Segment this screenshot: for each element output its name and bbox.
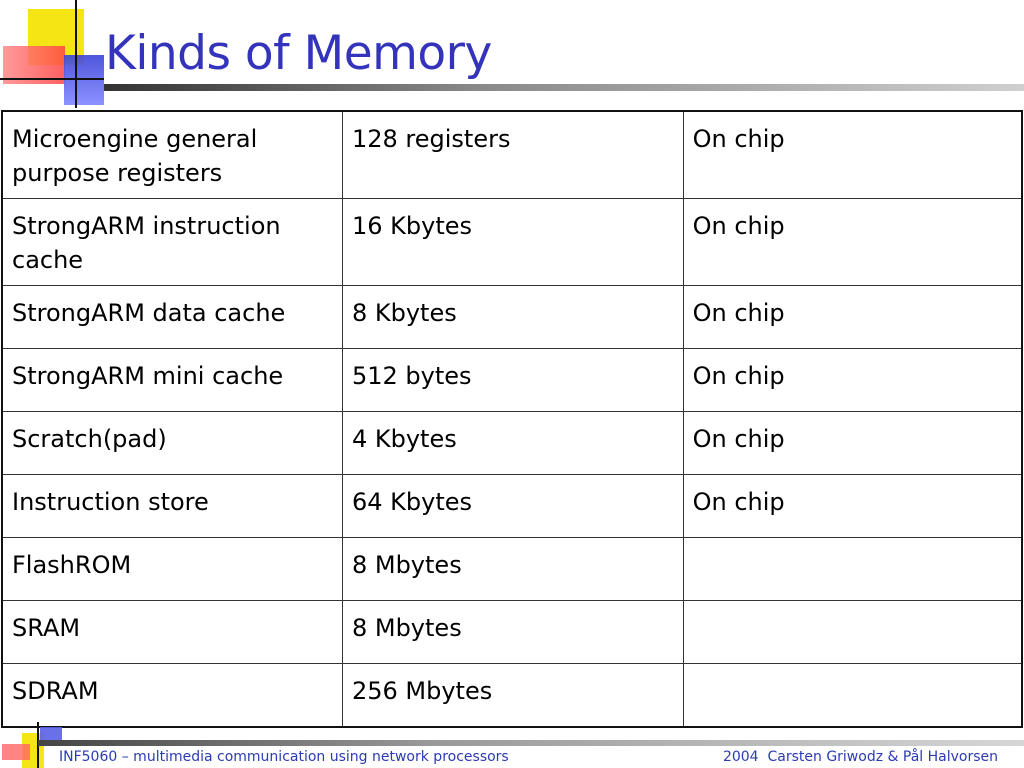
table-row: Instruction store 64 Kbytes On chip: [1, 474, 1023, 538]
memory-size-cell: 256 Mbytes: [341, 663, 684, 728]
memory-location-cell: On chip: [682, 411, 1023, 475]
table-row: SDRAM 256 Mbytes: [1, 663, 1023, 728]
memory-kind-cell: Instruction store: [1, 474, 343, 538]
table-row: StrongARM instruction cache 16 Kbytes On…: [1, 198, 1023, 286]
title-underline: [104, 84, 1024, 91]
footer-authors: 2004 Carsten Griwodz & Pål Halvorsen: [722, 749, 998, 765]
footer-red-square: [2, 744, 30, 760]
table-row: StrongARM mini cache 512 bytes On chip: [1, 348, 1023, 412]
corner-vertical-line: [75, 0, 77, 108]
memory-location-cell: On chip: [682, 348, 1023, 412]
memory-location-cell: On chip: [682, 110, 1023, 199]
memory-size-cell: 128 registers: [341, 110, 684, 199]
memory-location-cell: [682, 600, 1023, 664]
memory-kind-cell: StrongARM instruction cache: [1, 198, 343, 286]
memory-kind-cell: StrongARM mini cache: [1, 348, 343, 412]
memory-kind-cell: StrongARM data cache: [1, 285, 343, 349]
memory-size-cell: 8 Kbytes: [341, 285, 684, 349]
memory-size-cell: 16 Kbytes: [341, 198, 684, 286]
memory-size-cell: 512 bytes: [341, 348, 684, 412]
table-row: StrongARM data cache 8 Kbytes On chip: [1, 285, 1023, 349]
memory-kind-cell: SDRAM: [1, 663, 343, 728]
table-row: FlashROM 8 Mbytes: [1, 537, 1023, 601]
memory-size-cell: 64 Kbytes: [341, 474, 684, 538]
table-row: Microengine general purpose registers 12…: [1, 110, 1023, 199]
memory-size-cell: 8 Mbytes: [341, 600, 684, 664]
memory-location-cell: [682, 537, 1023, 601]
memory-location-cell: On chip: [682, 474, 1023, 538]
memory-location-cell: [682, 663, 1023, 728]
memory-location-cell: On chip: [682, 198, 1023, 286]
memory-kind-cell: FlashROM: [1, 537, 343, 601]
memory-kind-cell: Scratch(pad): [1, 411, 343, 475]
memory-kind-cell: SRAM: [1, 600, 343, 664]
table-row: Scratch(pad) 4 Kbytes On chip: [1, 411, 1023, 475]
table-row: SRAM 8 Mbytes: [1, 600, 1023, 664]
memory-location-cell: On chip: [682, 285, 1023, 349]
memory-size-cell: 4 Kbytes: [341, 411, 684, 475]
slide-title: Kinds of Memory: [105, 26, 492, 81]
corner-blue-square: [64, 55, 104, 105]
memory-table: Microengine general purpose registers 12…: [1, 110, 1023, 728]
corner-horizontal-line: [0, 78, 104, 80]
memory-kind-cell: Microengine general purpose registers: [1, 110, 343, 199]
footer-course-title: INF5060 – multimedia communication using…: [59, 749, 509, 765]
footer-rule: [38, 740, 1024, 746]
memory-size-cell: 8 Mbytes: [341, 537, 684, 601]
corner-red-square: [3, 46, 65, 84]
